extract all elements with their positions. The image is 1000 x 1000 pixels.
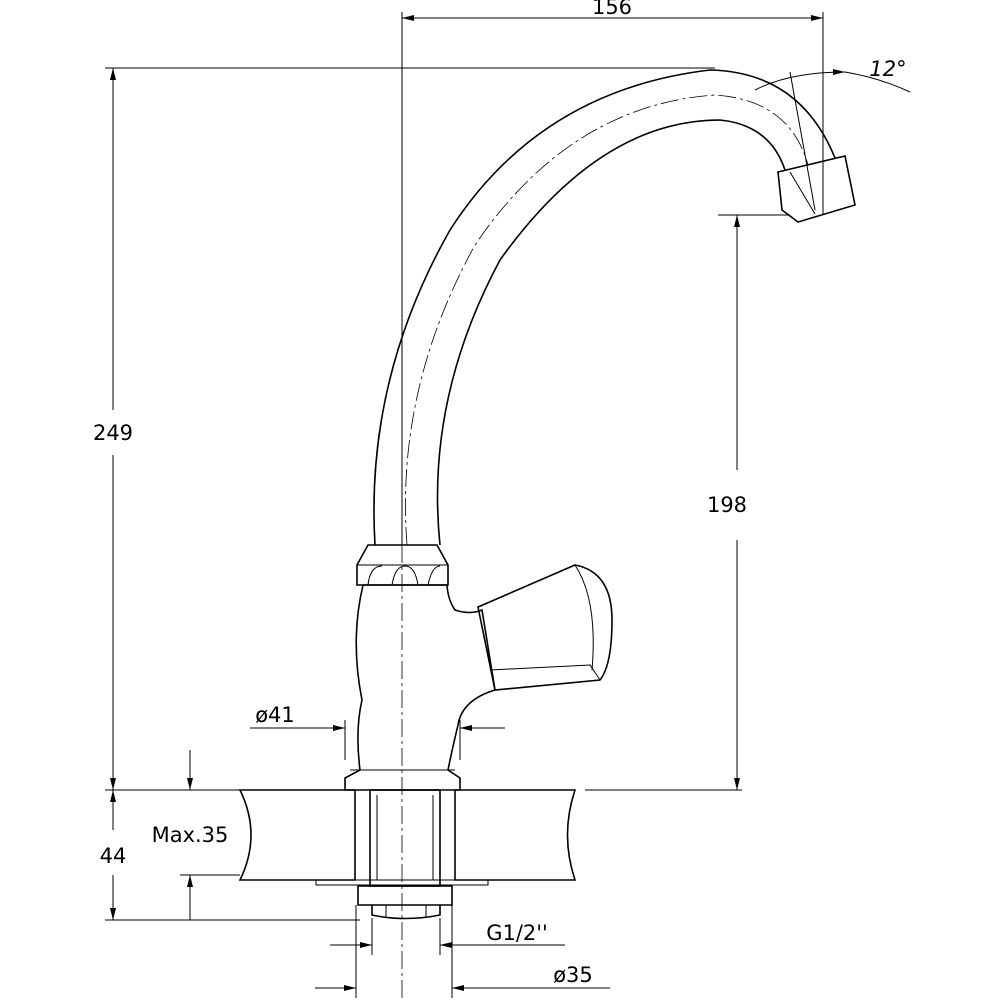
dimension-spout-height: 198	[585, 214, 790, 791]
threaded-shank	[357, 789, 453, 920]
spout-nut	[356, 544, 449, 586]
dim-max35-label: Max.35	[152, 823, 229, 847]
dimension-total-height: 249	[93, 67, 715, 790]
dimension-thread: G1/2''	[330, 918, 565, 955]
dimension-spout-reach: 156	[401, 0, 824, 545]
dim-198-label: 198	[707, 493, 747, 517]
dimension-hole-diameter: ø35	[315, 905, 610, 998]
dim-thread-label: G1/2''	[486, 921, 548, 945]
faucet-body	[344, 584, 496, 791]
dim-249-label: 249	[93, 421, 133, 445]
dim-35-label: ø35	[553, 963, 593, 987]
countertop-section	[238, 789, 577, 886]
dimension-spout-angle: 12°	[754, 57, 911, 211]
dim-44-label: 44	[100, 844, 127, 868]
dim-12deg-label: 12°	[869, 57, 906, 81]
dim-41-label: ø41	[255, 703, 295, 727]
dimension-shank: 44 Max.35	[100, 750, 360, 921]
dim-156-label: 156	[592, 0, 632, 19]
dimension-body-diameter: ø41	[250, 703, 505, 760]
faucet-handle	[477, 564, 613, 691]
spout	[373, 69, 856, 546]
